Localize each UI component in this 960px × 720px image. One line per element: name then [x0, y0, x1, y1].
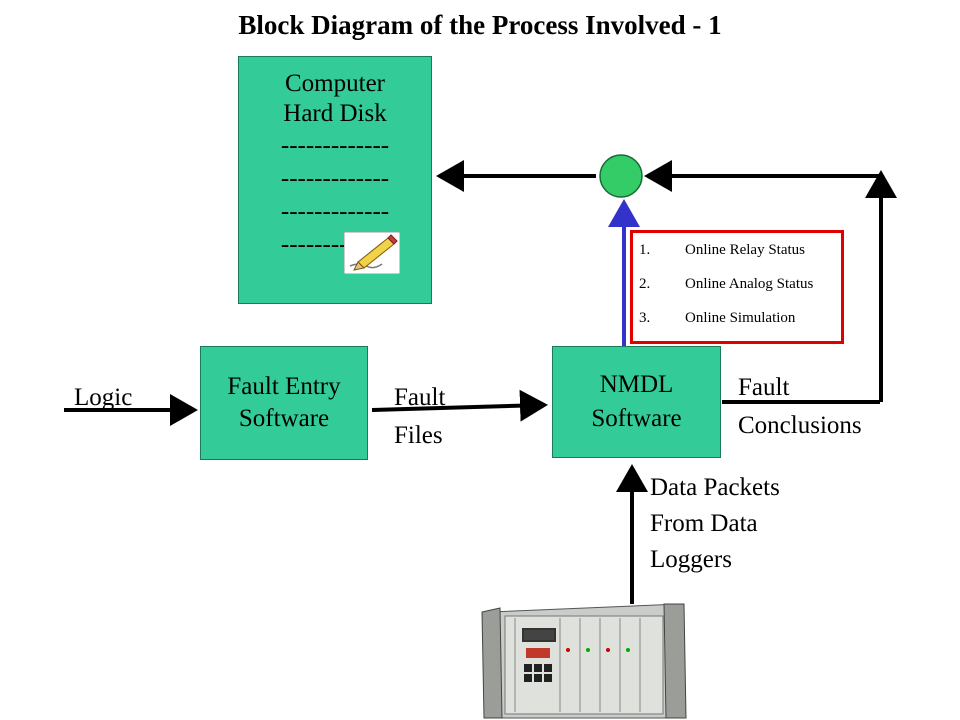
nmdl-software-box: NMDL Software: [552, 346, 721, 458]
fault-files-label-2: Files: [394, 422, 443, 449]
hard-disk-label-2: Hard Disk: [283, 100, 387, 127]
data-packets-label-3: Loggers: [650, 546, 732, 573]
fault-conclusions-label-1: Fault: [738, 374, 790, 401]
logic-label: Logic: [74, 384, 133, 411]
nmdl-label-1: NMDL: [599, 371, 674, 398]
nmdl-label-2: Software: [591, 405, 682, 432]
hard-disk-label-1: Computer: [285, 70, 385, 97]
page-title: Block Diagram of the Process Involved - …: [238, 10, 722, 40]
fault-entry-label-2: Software: [238, 405, 330, 432]
data-packets-label-2: From Data: [650, 510, 758, 537]
dash-line: -------------: [280, 165, 390, 192]
data-packets-label-1: Data Packets: [650, 474, 780, 501]
hard-disk-box: Computer Hard Disk ------------- -------…: [238, 56, 432, 304]
dash-line: -------------: [280, 198, 390, 225]
fault-entry-software-box: Fault Entry Software: [200, 346, 368, 460]
online-status-box: 1. Online Relay Status 2. Online Analog …: [630, 230, 844, 344]
online-status-list: 1. Online Relay Status 2. Online Analog …: [633, 233, 841, 335]
fault-conclusions-label-2: Conclusions: [738, 412, 862, 439]
fault-entry-label-1: Fault Entry: [227, 373, 341, 400]
dash-line: -------------: [280, 132, 390, 159]
list-item: 3. Online Simulation: [639, 310, 796, 326]
pencil-writing-icon: [344, 232, 400, 274]
junction-circle: [599, 154, 643, 198]
fault-files-arrow: [371, 389, 548, 422]
data-logger-device-icon: [481, 603, 687, 719]
list-item: 1. Online Relay Status: [639, 242, 805, 258]
list-item: 2. Online Analog Status: [639, 276, 814, 292]
fault-files-label-1: Fault: [394, 384, 446, 411]
